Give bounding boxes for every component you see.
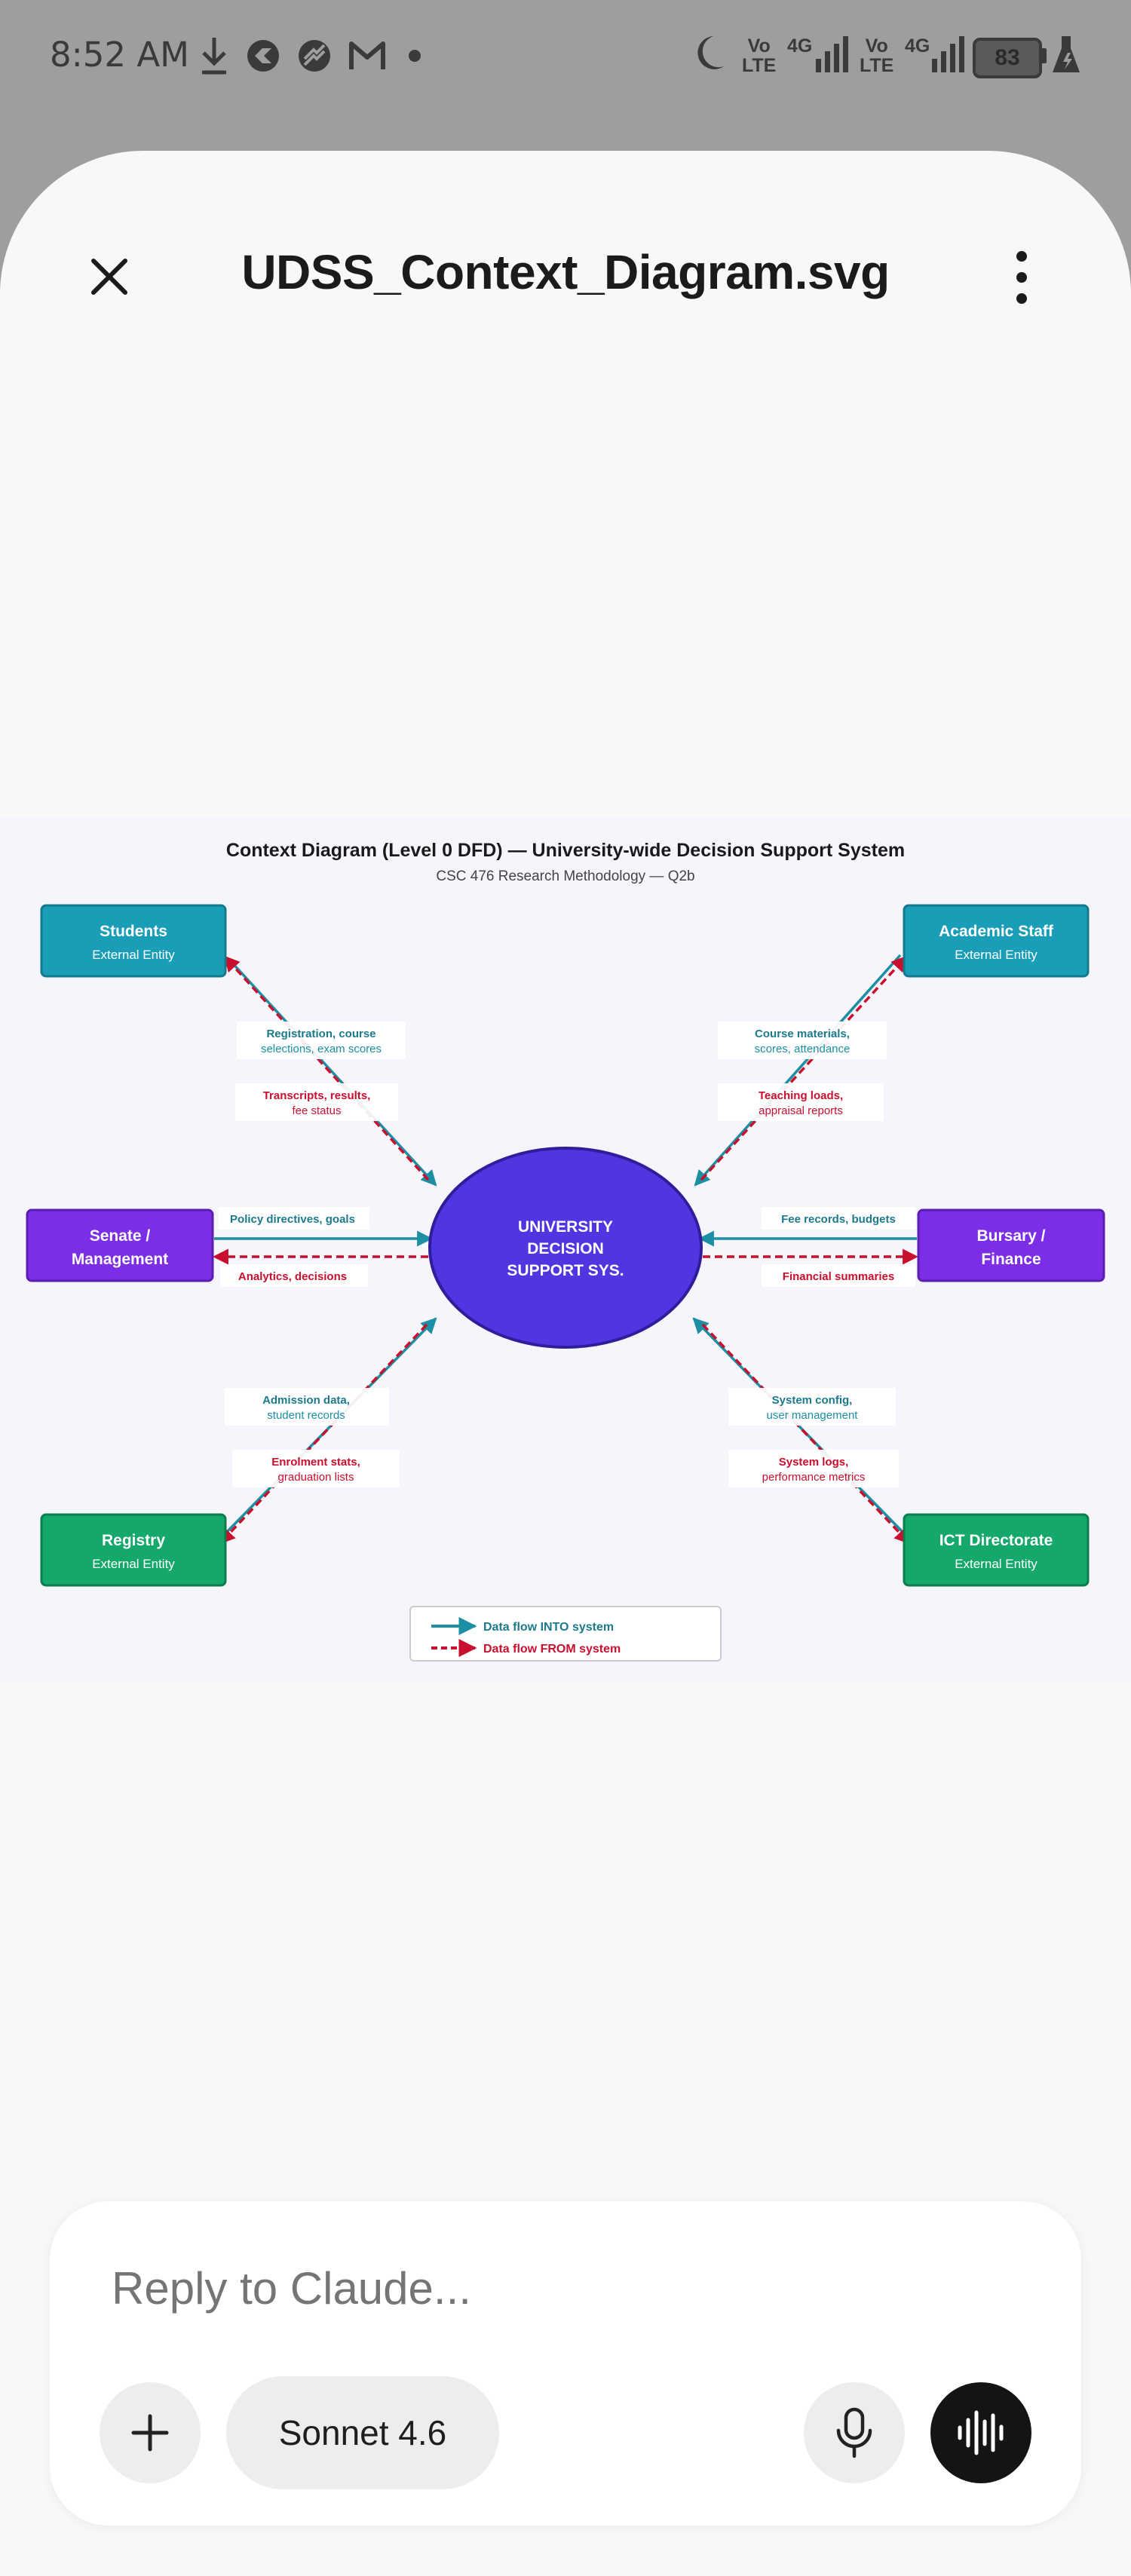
- flow-label-students-in: Registration, course selections, exam sc…: [237, 1022, 406, 1059]
- add-attachment-button[interactable]: [100, 2382, 201, 2483]
- flow-in-academic: [694, 954, 902, 1187]
- download-icon: [202, 38, 226, 75]
- flow-label-academic-in: Course materials, scores, attendance: [718, 1022, 887, 1059]
- svg-text:External Entity: External Entity: [955, 948, 1038, 962]
- central-process: UNIVERSITY DECISION SUPPORT SYS.: [428, 1147, 703, 1349]
- svg-text:Admission data,: Admission data,: [262, 1394, 350, 1407]
- diagram-title: Context Diagram (Level 0 DFD) — Universi…: [226, 840, 905, 861]
- flow-label-bursary-out: Financial summaries: [762, 1264, 915, 1287]
- diagram-canvas: Context Diagram (Level 0 DFD) — Universi…: [26, 840, 1105, 1662]
- battery-icon: 83: [973, 38, 1042, 78]
- svg-text:Course materials,: Course materials,: [755, 1028, 850, 1040]
- file-title: UDSS_Context_Diagram.svg: [241, 245, 890, 299]
- svg-text:Policy directives, goals: Policy directives, goals: [230, 1213, 355, 1226]
- svg-text:Senate /: Senate /: [90, 1227, 151, 1245]
- svg-text:appraisal reports: appraisal reports: [759, 1104, 843, 1117]
- diagram-legend: Data flow INTO system Data flow FROM sys…: [409, 1606, 722, 1662]
- svg-text:Registry: Registry: [102, 1532, 165, 1549]
- dot-icon: [409, 50, 421, 62]
- more-vertical-icon[interactable]: [1003, 247, 1041, 308]
- legend-out-label: Data flow FROM system: [483, 1643, 621, 1656]
- svg-text:performance metrics: performance metrics: [762, 1471, 866, 1484]
- flow-label-senate-in: Policy directives, goals: [219, 1207, 369, 1230]
- svg-text:graduation lists: graduation lists: [278, 1471, 354, 1484]
- diagram-subtitle: CSC 476 Research Methodology — Q2b: [436, 868, 694, 884]
- flow-label-senate-out: Analytics, decisions: [220, 1264, 368, 1287]
- svg-text:DECISION: DECISION: [527, 1240, 604, 1257]
- moon-icon: [697, 36, 724, 69]
- svg-text:External Entity: External Entity: [92, 948, 175, 962]
- flow-label-ict-in: System config, user management: [728, 1388, 896, 1426]
- model-selector-button[interactable]: Sonnet 4.6: [226, 2376, 499, 2489]
- svg-text:Finance: Finance: [981, 1251, 1041, 1268]
- plus-icon: [131, 2414, 169, 2452]
- context-diagram: Context Diagram (Level 0 DFD) — Universi…: [0, 818, 1131, 1681]
- svg-text:Fee records, budgets: Fee records, budgets: [781, 1213, 896, 1226]
- svg-text:student records: student records: [267, 1409, 345, 1422]
- svg-text:System logs,: System logs,: [779, 1456, 849, 1469]
- svg-text:Enrolment stats,: Enrolment stats,: [271, 1456, 360, 1469]
- svg-text:UNIVERSITY: UNIVERSITY: [518, 1218, 613, 1236]
- flask-icon: [1053, 36, 1080, 72]
- svg-text:Financial summaries: Financial summaries: [783, 1270, 894, 1283]
- flow-in-students: [229, 960, 437, 1187]
- flow-label-bursary-in: Fee records, budgets: [762, 1207, 915, 1230]
- flow-label-registry-in: Admission data, student records: [225, 1388, 389, 1426]
- flow-label-academic-out: Teaching loads, appraisal reports: [718, 1083, 884, 1121]
- entity-academic-staff: Academic Staff External Entity: [903, 904, 1090, 978]
- reply-composer: Sonnet 4.6: [50, 2201, 1081, 2525]
- status-time: 8:52 AM: [50, 35, 189, 75]
- svg-text:Bursary /: Bursary /: [976, 1227, 1045, 1245]
- gmail-icon: [349, 41, 385, 69]
- signal-icon: [932, 36, 964, 72]
- entity-bursary-finance: Bursary / Finance: [917, 1208, 1105, 1282]
- entity-senate-management: Senate / Management: [26, 1208, 214, 1282]
- microphone-icon: [836, 2407, 872, 2458]
- svg-text:Teaching loads,: Teaching loads,: [759, 1089, 843, 1102]
- flow-label-ict-out: System logs, performance metrics: [728, 1450, 899, 1487]
- svg-text:Students: Students: [100, 923, 167, 940]
- svg-text:Academic Staff: Academic Staff: [939, 923, 1054, 940]
- entity-students: Students External Entity: [40, 904, 227, 978]
- entity-registry: Registry External Entity: [40, 1513, 227, 1587]
- flow-out-academic: [700, 955, 908, 1181]
- network-type: 4G: [905, 35, 930, 57]
- svg-text:Analytics, decisions: Analytics, decisions: [238, 1270, 347, 1283]
- flow-lines: [212, 954, 919, 1545]
- svg-text:selections, exam scores: selections, exam scores: [261, 1043, 382, 1055]
- app-icon: [299, 40, 330, 72]
- close-icon[interactable]: [83, 250, 136, 303]
- svg-text:fee status: fee status: [292, 1104, 341, 1117]
- app-icon: [247, 40, 279, 72]
- svg-text:External Entity: External Entity: [955, 1557, 1038, 1571]
- flow-out-ict: [701, 1323, 911, 1545]
- entity-ict-directorate: ICT Directorate External Entity: [903, 1513, 1090, 1587]
- svg-text:Management: Management: [72, 1251, 168, 1268]
- svg-text:ICT Directorate: ICT Directorate: [939, 1532, 1053, 1549]
- legend-in-label: Data flow INTO system: [483, 1621, 614, 1634]
- voice-mode-button[interactable]: [930, 2382, 1031, 2483]
- flow-out-students: [223, 955, 430, 1181]
- flow-label-registry-out: Enrolment stats, graduation lists: [232, 1450, 400, 1487]
- battery-tip: [1041, 48, 1047, 63]
- network-type: 4G: [787, 35, 813, 57]
- voice-waveform-icon: [958, 2410, 1004, 2455]
- flow-label-students-out: Transcripts, results, fee status: [235, 1083, 398, 1121]
- svg-text:System config,: System config,: [772, 1394, 853, 1407]
- flow-out-registry: [219, 1323, 428, 1545]
- signal-icon: [816, 36, 848, 72]
- svg-text:External Entity: External Entity: [92, 1557, 175, 1571]
- reply-input[interactable]: [112, 2254, 941, 2322]
- svg-text:user management: user management: [767, 1409, 859, 1422]
- svg-text:Transcripts, results,: Transcripts, results,: [263, 1089, 371, 1102]
- svg-text:SUPPORT SYS.: SUPPORT SYS.: [507, 1262, 624, 1279]
- svg-text:scores, attendance: scores, attendance: [755, 1043, 851, 1055]
- microphone-button[interactable]: [804, 2382, 905, 2483]
- svg-text:Registration, course: Registration, course: [266, 1028, 375, 1040]
